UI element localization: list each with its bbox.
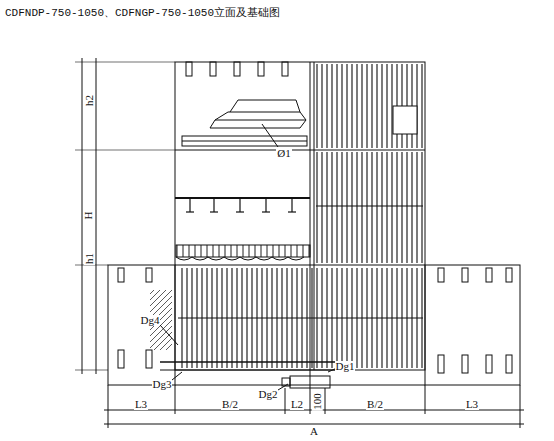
dimension-label: L3 [134, 399, 148, 410]
pipe-label: Dg3 [152, 379, 173, 390]
dimension-label: h1 [84, 252, 95, 265]
dimension-label: 100 [312, 392, 323, 411]
dimension-label: H [83, 210, 94, 220]
pipe-label: Ø1 [276, 148, 291, 159]
dimension-label: L3 [465, 399, 479, 410]
dimension-label: L2 [290, 399, 304, 410]
dimension-label: B/2 [366, 399, 384, 410]
pipe-label: Dg2 [258, 389, 279, 400]
drawing-title: CDFNDP-750-1050、CDFNGP-750-1050立面及基础图 [4, 8, 281, 19]
dimension-label: B/2 [221, 399, 239, 410]
pipe-label: Dg4 [140, 315, 161, 326]
pipe-label: Dg1 [335, 361, 356, 372]
dimension-label: A [309, 426, 319, 437]
dimension-label: h2 [84, 94, 95, 107]
